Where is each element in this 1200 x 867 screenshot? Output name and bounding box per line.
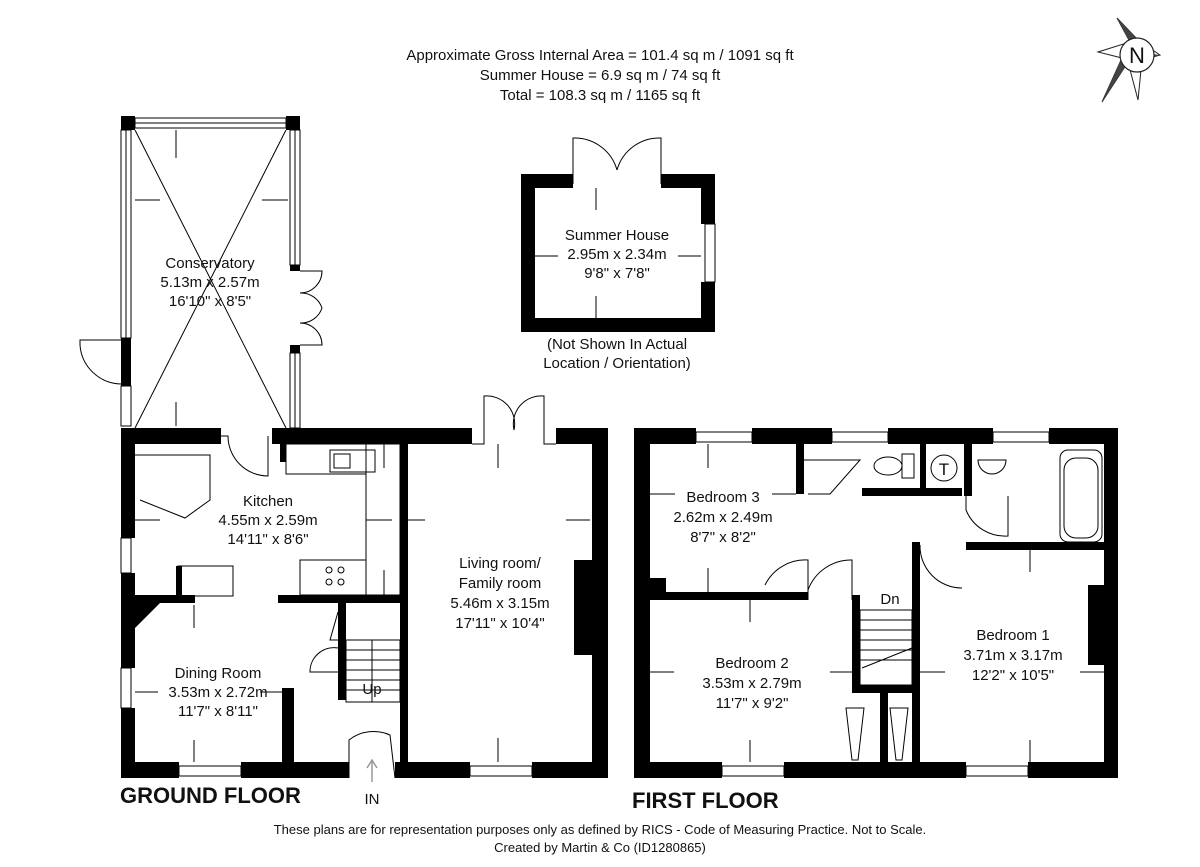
ground-stairs-label: Up (362, 681, 381, 698)
first-staircase (859, 609, 913, 686)
gross-area-text: Approximate Gross Internal Area = 101.4 … (406, 47, 794, 64)
svg-text:3.53m x 2.79m: 3.53m x 2.79m (702, 675, 801, 692)
living-room-label: Living room/ Family room 5.46m x 3.15m 1… (450, 555, 549, 632)
svg-text:Dining Room: Dining Room (175, 665, 262, 682)
conservatory (79, 116, 323, 429)
area-summary: Approximate Gross Internal Area = 101.4 … (406, 47, 794, 104)
svg-text:16'10" x 8'5": 16'10" x 8'5" (169, 293, 251, 310)
summer-house-metric: 2.95m x 2.34m (567, 246, 666, 263)
conservatory-label: Conservatory 5.13m x 2.57m 16'10" x 8'5" (160, 255, 259, 310)
svg-text:3.71m x 3.17m: 3.71m x 3.17m (963, 647, 1062, 664)
ground-staircase (345, 639, 401, 703)
svg-text:Family room: Family room (459, 575, 542, 592)
north-compass-icon: N (1096, 17, 1162, 103)
svg-text:Bedroom 2: Bedroom 2 (715, 655, 788, 672)
svg-text:2.62m x 2.49m: 2.62m x 2.49m (673, 509, 772, 526)
ground-floor-walls (120, 395, 608, 782)
first-floor-walls: T (634, 428, 1118, 778)
summer-house: Summer House 2.95m x 2.34m 9'8" x 7'8" (… (521, 137, 716, 372)
bedroom-1-label: Bedroom 1 3.71m x 3.17m 12'2" x 10'5" (963, 627, 1062, 684)
bedroom-3-label: Bedroom 3 2.62m x 2.49m 8'7" x 8'2" (673, 489, 772, 546)
svg-text:Conservatory: Conservatory (165, 255, 255, 272)
cupboard-t-label: T (939, 460, 949, 479)
svg-text:Bedroom 1: Bedroom 1 (976, 627, 1049, 644)
svg-text:3.53m x 2.72m: 3.53m x 2.72m (168, 684, 267, 701)
svg-text:12'2" x 10'5": 12'2" x 10'5" (972, 667, 1054, 684)
bedroom-2-label: Bedroom 2 3.53m x 2.79m 11'7" x 9'2" (702, 655, 801, 712)
svg-text:5.46m x 3.15m: 5.46m x 3.15m (450, 595, 549, 612)
svg-text:Living room/: Living room/ (459, 555, 542, 572)
first-stairs-label: Dn (880, 591, 899, 608)
compass-letter: N (1129, 43, 1145, 68)
svg-text:11'7" x 9'2": 11'7" x 9'2" (716, 695, 789, 712)
svg-text:8'7" x 8'2": 8'7" x 8'2" (690, 529, 756, 546)
svg-text:Bedroom 3: Bedroom 3 (686, 489, 759, 506)
dining-room-label: Dining Room 3.53m x 2.72m 11'7" x 8'11" (168, 665, 267, 720)
svg-text:11'7" x 8'11": 11'7" x 8'11" (178, 703, 258, 720)
credit-text: Created by Martin & Co (ID1280865) (494, 840, 706, 855)
first-floor-title: FIRST FLOOR (632, 788, 779, 813)
total-area-text: Total = 108.3 sq m / 1165 sq ft (500, 87, 701, 104)
svg-text:14'11" x 8'6": 14'11" x 8'6" (227, 531, 308, 548)
summer-house-imperial: 9'8" x 7'8" (584, 265, 650, 282)
svg-text:5.13m x 2.57m: 5.13m x 2.57m (160, 274, 259, 291)
summer-house-name: Summer House (565, 227, 669, 244)
ground-floor-title: GROUND FLOOR (120, 783, 301, 808)
svg-text:Kitchen: Kitchen (243, 493, 293, 510)
svg-text:17'11" x 10'4": 17'11" x 10'4" (455, 615, 545, 632)
summer-house-note-1: (Not Shown In Actual (547, 336, 687, 353)
summer-house-area-text: Summer House = 6.9 sq m / 74 sq ft (480, 67, 721, 84)
entrance-label: IN (365, 791, 380, 808)
summer-house-note-2: Location / Orientation) (543, 355, 691, 372)
kitchen-label: Kitchen 4.55m x 2.59m 14'11" x 8'6" (218, 493, 317, 548)
disclaimer-text: These plans are for representation purpo… (274, 822, 927, 837)
svg-text:4.55m x 2.59m: 4.55m x 2.59m (218, 512, 317, 529)
